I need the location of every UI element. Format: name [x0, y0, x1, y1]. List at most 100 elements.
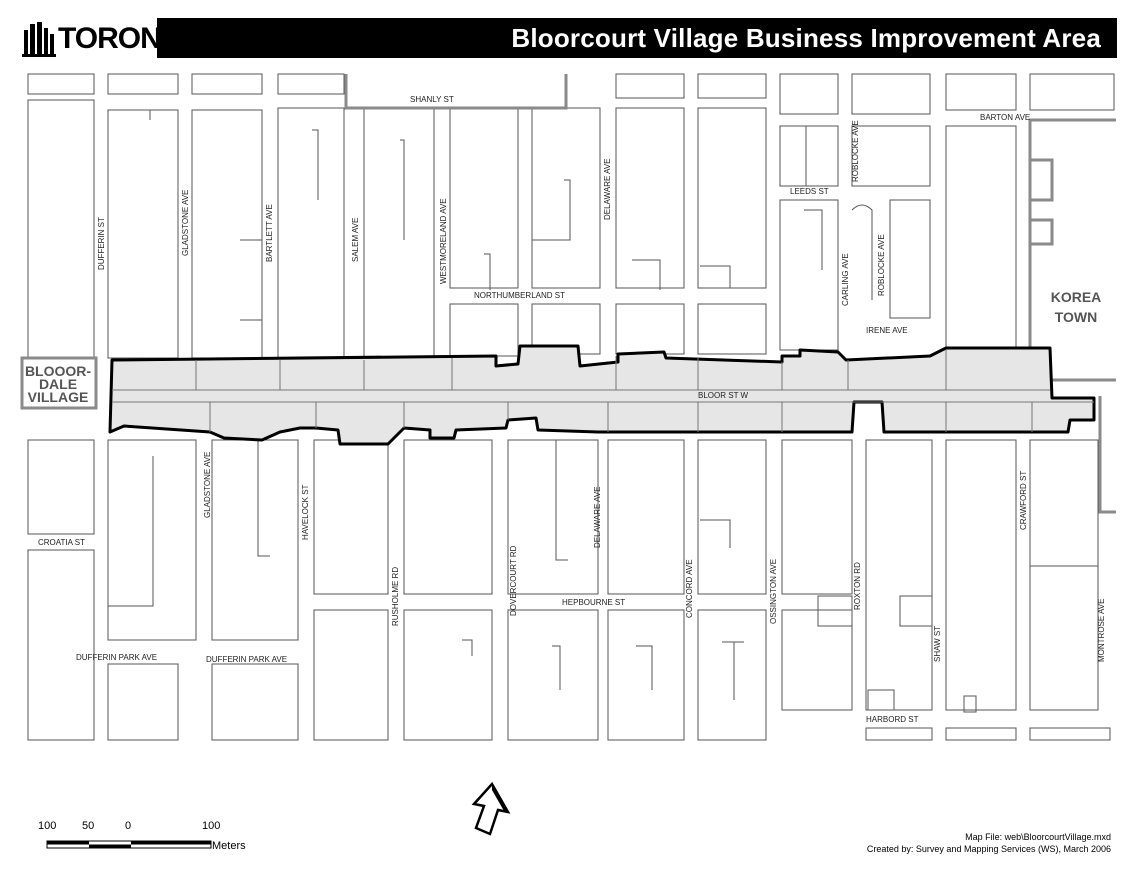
block [867, 689, 895, 711]
block [107, 109, 179, 359]
street-label-gladstone-south: GLADSTONE AVE [203, 452, 212, 518]
lane [484, 253, 491, 290]
scale-label-100-right: 100 [202, 820, 221, 832]
block [945, 73, 1017, 111]
block [531, 107, 601, 289]
lane [722, 641, 744, 700]
scale-label-0: 0 [125, 820, 132, 832]
street-label-barton: BARTON AVE [980, 113, 1030, 122]
block [403, 439, 493, 595]
street-label-rusholme: RUSHOLME RD [391, 567, 400, 626]
lane [804, 209, 823, 270]
block [1029, 439, 1099, 567]
neighbour-borders [20, 74, 1116, 514]
street-label-concord: CONCORD AVE [685, 559, 694, 618]
block [945, 125, 1017, 349]
block [277, 73, 345, 95]
block [607, 609, 685, 741]
block [403, 609, 493, 741]
lane [851, 204, 873, 300]
block [615, 107, 685, 289]
block [945, 727, 1017, 741]
scale-unit: Meters [212, 840, 246, 852]
lane [400, 139, 405, 240]
street-label-gladstone-north: GLADSTONE AVE [181, 190, 190, 256]
block [865, 727, 933, 741]
lane [700, 519, 731, 548]
block [899, 595, 933, 627]
map-credits: Map File: web\BloorcourtVillage.mxd Crea… [867, 831, 1111, 855]
toronto-logo-icon [22, 22, 56, 57]
bloordale-label-2: DALE [39, 376, 77, 392]
block [817, 595, 853, 627]
block [851, 125, 931, 187]
block [363, 107, 435, 359]
block [615, 73, 685, 99]
scale-bar: 100 50 0 100 Meters [34, 820, 294, 860]
street-label-delaware-south: DELAWARE AVE [593, 487, 602, 549]
block [697, 439, 767, 595]
street-label-leeds: LEEDS ST [790, 187, 829, 196]
street-label-bloor: BLOOR ST W [698, 391, 749, 400]
lane [552, 645, 561, 690]
street-label-roblocke-1: ROBLOCKE AVE [851, 120, 860, 182]
block [313, 439, 389, 595]
block [107, 663, 179, 741]
block [27, 549, 95, 741]
block [781, 439, 853, 595]
street-label-harbord: HARBORD ST [866, 715, 919, 724]
lane [532, 179, 571, 241]
block [277, 107, 345, 359]
lane [636, 645, 653, 690]
block [779, 199, 839, 351]
block [851, 73, 931, 115]
block [963, 695, 977, 713]
bloordale-label-3: VILLAGE [28, 389, 89, 405]
north-arrow-icon [471, 782, 511, 836]
street-label-dufferin-park-2: DUFFERIN PARK AVE [206, 655, 287, 664]
street-label-northumberland: NORTHUMBERLAND ST [474, 291, 565, 300]
block [449, 107, 519, 289]
street-label-shaw: SHAW ST [933, 626, 942, 662]
street-labels-vertical: DUFFERIN ST GLADSTONE AVE BARTLETT AVE S… [97, 120, 1106, 662]
street-label-westmoreland: WESTMORELAND AVE [439, 198, 448, 284]
scale-label-100-left: 100 [38, 820, 57, 832]
scale-label-50: 50 [82, 820, 95, 832]
street-label-roblocke-2: ROBLOCKE AVE [877, 234, 886, 296]
street-label-irene: IRENE AVE [866, 326, 908, 335]
page-title: Bloorcourt Village Business Improvement … [511, 23, 1101, 53]
street-label-dufferin: DUFFERIN ST [97, 217, 106, 270]
block [107, 439, 197, 641]
lane [312, 129, 319, 200]
block [27, 73, 95, 95]
street-label-ossington: OSSINGTON AVE [769, 559, 778, 624]
block [107, 73, 179, 95]
bloordale-label-1: BLOOOR- [25, 363, 91, 379]
street-label-hepbourne: HEPBOURNE ST [562, 598, 625, 607]
block [1029, 73, 1115, 111]
block [449, 303, 519, 357]
block [27, 99, 95, 359]
block [865, 439, 933, 711]
block [889, 199, 931, 319]
lane [108, 456, 154, 607]
street-label-croatia: CROATIA ST [38, 538, 85, 547]
street-label-roxton: ROXTON RD [853, 562, 862, 610]
street-label-delaware-north: DELAWARE AVE [603, 159, 612, 221]
block [27, 439, 95, 535]
street-label-salem: SALEM AVE [351, 218, 360, 262]
korea-town-border [1028, 118, 1116, 514]
street-label-dufferin-park-1: DUFFERIN PARK AVE [76, 653, 157, 662]
block [191, 73, 263, 95]
lane [700, 265, 731, 288]
title-bar: Bloorcourt Village Business Improvement … [157, 18, 1117, 58]
korea-town-label-2: TOWN [1055, 309, 1098, 325]
block [1029, 727, 1111, 741]
shanly-border [344, 74, 568, 110]
street-label-bartlett: BARTLETT AVE [265, 204, 274, 262]
block [313, 609, 389, 741]
bia-parcels [112, 350, 1094, 432]
block [615, 303, 685, 355]
block [779, 125, 839, 187]
